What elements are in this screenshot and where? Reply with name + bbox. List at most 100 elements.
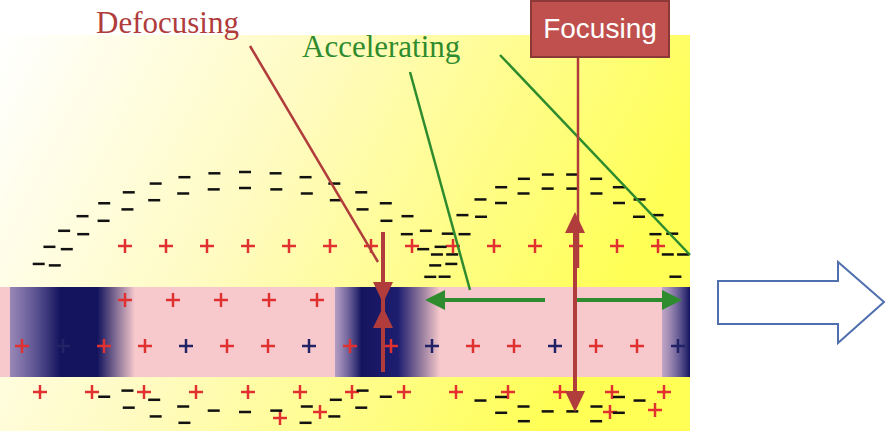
charge-stroke (534, 239, 537, 253)
charge-stroke (208, 188, 220, 191)
charge-stroke (357, 389, 369, 392)
block-arrow (718, 262, 884, 343)
charge-stroke (613, 202, 625, 205)
charge-stroke (329, 239, 332, 253)
charge-stroke (633, 216, 645, 219)
arrowhead (565, 212, 585, 233)
arrowhead (565, 391, 585, 412)
charge-stroke (98, 395, 110, 398)
charge-stroke (355, 191, 367, 194)
charge-stroke (121, 208, 133, 211)
charge-stroke (77, 233, 89, 236)
charge-stroke (58, 230, 70, 233)
charge-stroke (148, 399, 160, 402)
charge-stroke (355, 406, 367, 409)
charge-stroke (590, 178, 602, 181)
charge-stroke (431, 339, 434, 353)
charge-stroke (611, 385, 614, 399)
charge-stroke (288, 239, 291, 253)
charge-stroke (300, 176, 312, 179)
charge-stroke (445, 263, 457, 266)
charge-stroke (172, 293, 175, 307)
charge-stroke (649, 233, 661, 236)
charge-stroke (411, 239, 414, 253)
charge-stroke (452, 239, 455, 253)
charge-stroke (590, 192, 602, 195)
charge-stroke (657, 239, 660, 253)
charge-stroke (474, 399, 486, 402)
charge-stroke (613, 186, 625, 189)
charge-stroke (417, 248, 429, 251)
charge-stroke (513, 339, 516, 353)
charge-stroke (178, 176, 190, 179)
charge-stroke (98, 202, 110, 205)
charge-stroke (226, 339, 229, 353)
focus-line (573, 228, 577, 398)
charge-stroke (518, 405, 530, 408)
driver-bunch (10, 287, 135, 377)
charge-stroke (239, 187, 251, 190)
charge-stroke (493, 239, 496, 253)
charge-stroke (431, 253, 443, 256)
charge-stroke (319, 405, 322, 419)
charge-stroke (301, 192, 313, 195)
charge-stroke (61, 248, 73, 251)
charge-stroke (148, 199, 160, 202)
witness-bunch (335, 287, 440, 377)
plasma-background (0, 35, 690, 431)
charge-stroke (328, 415, 340, 418)
callout-box: Focusing (530, 0, 670, 58)
charge-stroke (429, 264, 441, 267)
charge-stroke (268, 293, 271, 307)
charge-stroke (220, 293, 223, 307)
charge-stroke (239, 411, 251, 414)
charge-stroke (165, 239, 168, 253)
charge-stroke (590, 405, 602, 408)
charge-stroke (542, 173, 554, 176)
charge-stroke (208, 172, 220, 175)
charge-stroke (77, 215, 89, 218)
charge-stroke (446, 253, 458, 256)
trailing-bunch (662, 287, 690, 377)
charge-stroke (662, 253, 674, 256)
charge-stroke (455, 385, 458, 399)
charge-stroke (566, 410, 578, 413)
charge-stroke (442, 232, 454, 235)
charge-stroke (185, 339, 188, 353)
charge-stroke (654, 403, 657, 417)
charge-stroke (239, 171, 251, 174)
charge-stroke (150, 415, 162, 418)
charge-stroke (351, 385, 354, 399)
charge-stroke (349, 339, 352, 353)
charge-stroke (270, 409, 282, 412)
beam-channel (0, 287, 690, 377)
charge-stroke (472, 339, 475, 353)
charge-stroke (474, 198, 486, 201)
charge-stroke (518, 420, 530, 423)
charge-stroke (144, 339, 147, 353)
charge-stroke (98, 220, 110, 223)
charge-stroke (542, 410, 554, 413)
charge-stroke (542, 187, 554, 190)
charge-stroke (380, 202, 392, 205)
charge-stroke (401, 215, 413, 218)
arrowhead (373, 307, 393, 328)
charge-stroke (39, 385, 42, 399)
charge-stroke (380, 395, 392, 398)
charge-stroke (613, 396, 625, 399)
charge-stroke (270, 172, 282, 175)
charge-stroke (424, 276, 436, 279)
leader-line (577, 58, 580, 268)
charge-stroke (62, 339, 65, 353)
charge-stroke (91, 385, 94, 399)
charge-stroke (247, 385, 250, 399)
charge-stroke (456, 214, 468, 217)
charge-stroke (403, 385, 406, 399)
accelerate-arrow (440, 298, 545, 302)
charge-stroke (677, 339, 680, 353)
charge-stroke (616, 239, 619, 253)
charge-stroke (300, 422, 312, 425)
charge-stroke (669, 275, 681, 278)
charge-stroke (636, 339, 639, 353)
